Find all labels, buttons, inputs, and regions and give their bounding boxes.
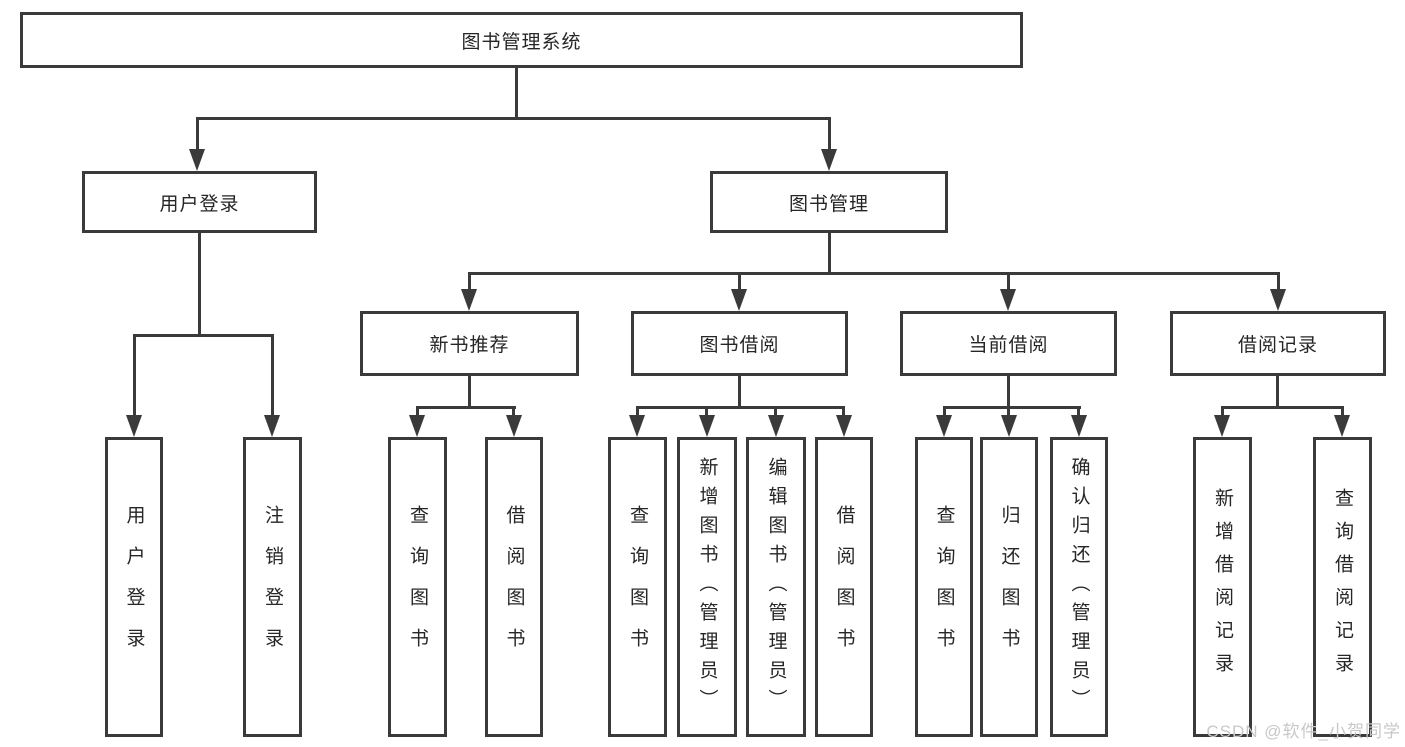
leaf-label: 用户登录 (123, 505, 145, 669)
node-new-book-recommendation: 新书推荐 (360, 311, 579, 376)
leaf-label: 查询图书 (407, 505, 428, 669)
arrow-head (1000, 289, 1016, 311)
leaf-query-books-1: 查询图书 (388, 437, 447, 737)
arrow-head (264, 415, 280, 437)
connector-line (133, 334, 136, 418)
connector-line (1007, 376, 1010, 409)
connector-line (1341, 406, 1344, 418)
leaf-query-books-3: 查询图书 (915, 437, 973, 737)
leaf-label: 借阅图书 (833, 505, 855, 669)
connector-line (468, 376, 471, 409)
arrow-head (731, 289, 747, 311)
leaf-label: 查询借阅记录 (1332, 488, 1353, 686)
leaf-label: 注销登录 (262, 505, 283, 669)
leaf-label: 新增借阅记录 (1212, 488, 1233, 686)
connector-line (636, 406, 639, 418)
arrow-head (629, 415, 645, 437)
node-book-borrowing: 图书借阅 (631, 311, 848, 376)
connector-line (828, 117, 831, 153)
leaf-add-book-admin: 新增图书（管理员） (677, 437, 737, 737)
connector-line (1276, 376, 1279, 409)
node-borrowing-records: 借阅记录 (1170, 311, 1386, 376)
connector-line (1007, 272, 1010, 292)
connector-line (828, 233, 831, 275)
leaf-label: 查询图书 (933, 505, 955, 669)
connector-line (512, 406, 515, 418)
leaf-label: 查询图书 (627, 505, 648, 669)
node-current-borrowing: 当前借阅 (900, 311, 1117, 376)
leaf-user-login: 用户登录 (105, 437, 163, 737)
connector-line (774, 406, 777, 418)
connector-line (1221, 406, 1224, 418)
node-library-system: 图书管理系统 (20, 12, 1023, 68)
leaf-query-borrow-record: 查询借阅记录 (1313, 437, 1372, 737)
arrow-head (836, 415, 852, 437)
leaf-return-books: 归还图书 (980, 437, 1038, 737)
arrow-head (126, 415, 142, 437)
arrow-head (821, 149, 837, 171)
connector-line (738, 272, 741, 292)
connector-line (271, 334, 274, 418)
connector-line (416, 406, 419, 418)
arrow-head (506, 415, 522, 437)
connector-line (515, 68, 518, 120)
connector-line (196, 117, 831, 120)
leaf-label: 编辑图书（管理员） (765, 456, 787, 718)
arrow-head (1001, 415, 1017, 437)
leaf-label: 确认归还（管理员） (1068, 456, 1090, 718)
connector-line (468, 272, 471, 292)
connector-line (636, 406, 845, 409)
connector-line (943, 406, 1081, 409)
leaf-confirm-return-admin: 确认归还（管理员） (1050, 437, 1108, 737)
arrow-head (189, 149, 205, 171)
arrow-head (1071, 415, 1087, 437)
watermark: CSDN @软件_小贺同学 (1206, 722, 1401, 741)
leaf-label: 归还图书 (998, 505, 1020, 669)
node-user-login: 用户登录 (82, 171, 317, 233)
leaf-borrow-books-1: 借阅图书 (485, 437, 543, 737)
connector-line (416, 406, 516, 409)
leaf-query-books-2: 查询图书 (608, 437, 667, 737)
connector-line (1007, 406, 1010, 418)
arrow-head (768, 415, 784, 437)
connector-line (468, 272, 1280, 275)
connector-line (705, 406, 708, 418)
connector-line (1277, 272, 1280, 292)
connector-line (198, 233, 201, 337)
arrow-head (1334, 415, 1350, 437)
connector-line (133, 334, 274, 337)
arrow-head (699, 415, 715, 437)
arrow-head (409, 415, 425, 437)
arrow-head (1270, 289, 1286, 311)
connector-line (738, 376, 741, 409)
leaf-edit-book-admin: 编辑图书（管理员） (746, 437, 806, 737)
connector-line (943, 406, 946, 418)
leaf-borrow-books-2: 借阅图书 (815, 437, 873, 737)
leaf-logout: 注销登录 (243, 437, 302, 737)
arrow-head (1214, 415, 1230, 437)
connector-line (1077, 406, 1080, 418)
leaf-label: 新增图书（管理员） (696, 456, 718, 718)
leaf-label: 借阅图书 (503, 505, 525, 669)
arrow-head (936, 415, 952, 437)
arrow-head (461, 289, 477, 311)
node-book-management: 图书管理 (710, 171, 948, 233)
connector-line (1221, 406, 1343, 409)
connector-line (842, 406, 845, 418)
leaf-add-borrow-record: 新增借阅记录 (1193, 437, 1252, 737)
connector-line (196, 117, 199, 153)
